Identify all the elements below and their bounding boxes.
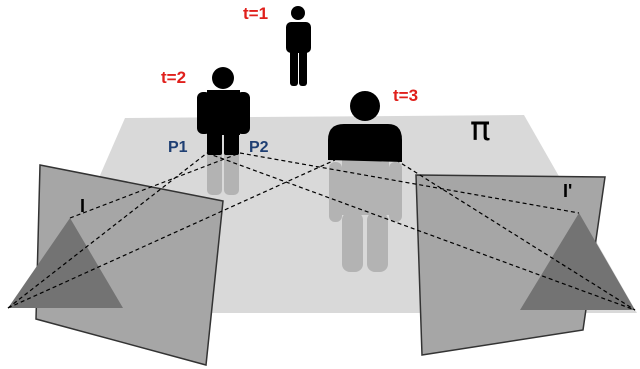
person-t1: [286, 6, 311, 86]
time-label-t3: t=3: [393, 86, 418, 105]
camera-cone-right: [520, 213, 635, 310]
person-t3: [328, 91, 402, 162]
projection-rays: [7, 152, 636, 311]
point-label-p1: P1: [168, 139, 188, 156]
image-label-right: I': [563, 181, 572, 201]
plane-label: π: [470, 109, 490, 149]
time-label-t2: t=2: [161, 68, 186, 87]
person-t2: [197, 67, 250, 155]
time-label-t1: t=1: [243, 4, 268, 23]
point-label-p2: P2: [249, 139, 269, 156]
image-label-left: I: [80, 196, 85, 216]
reflection-t3: [329, 160, 402, 272]
